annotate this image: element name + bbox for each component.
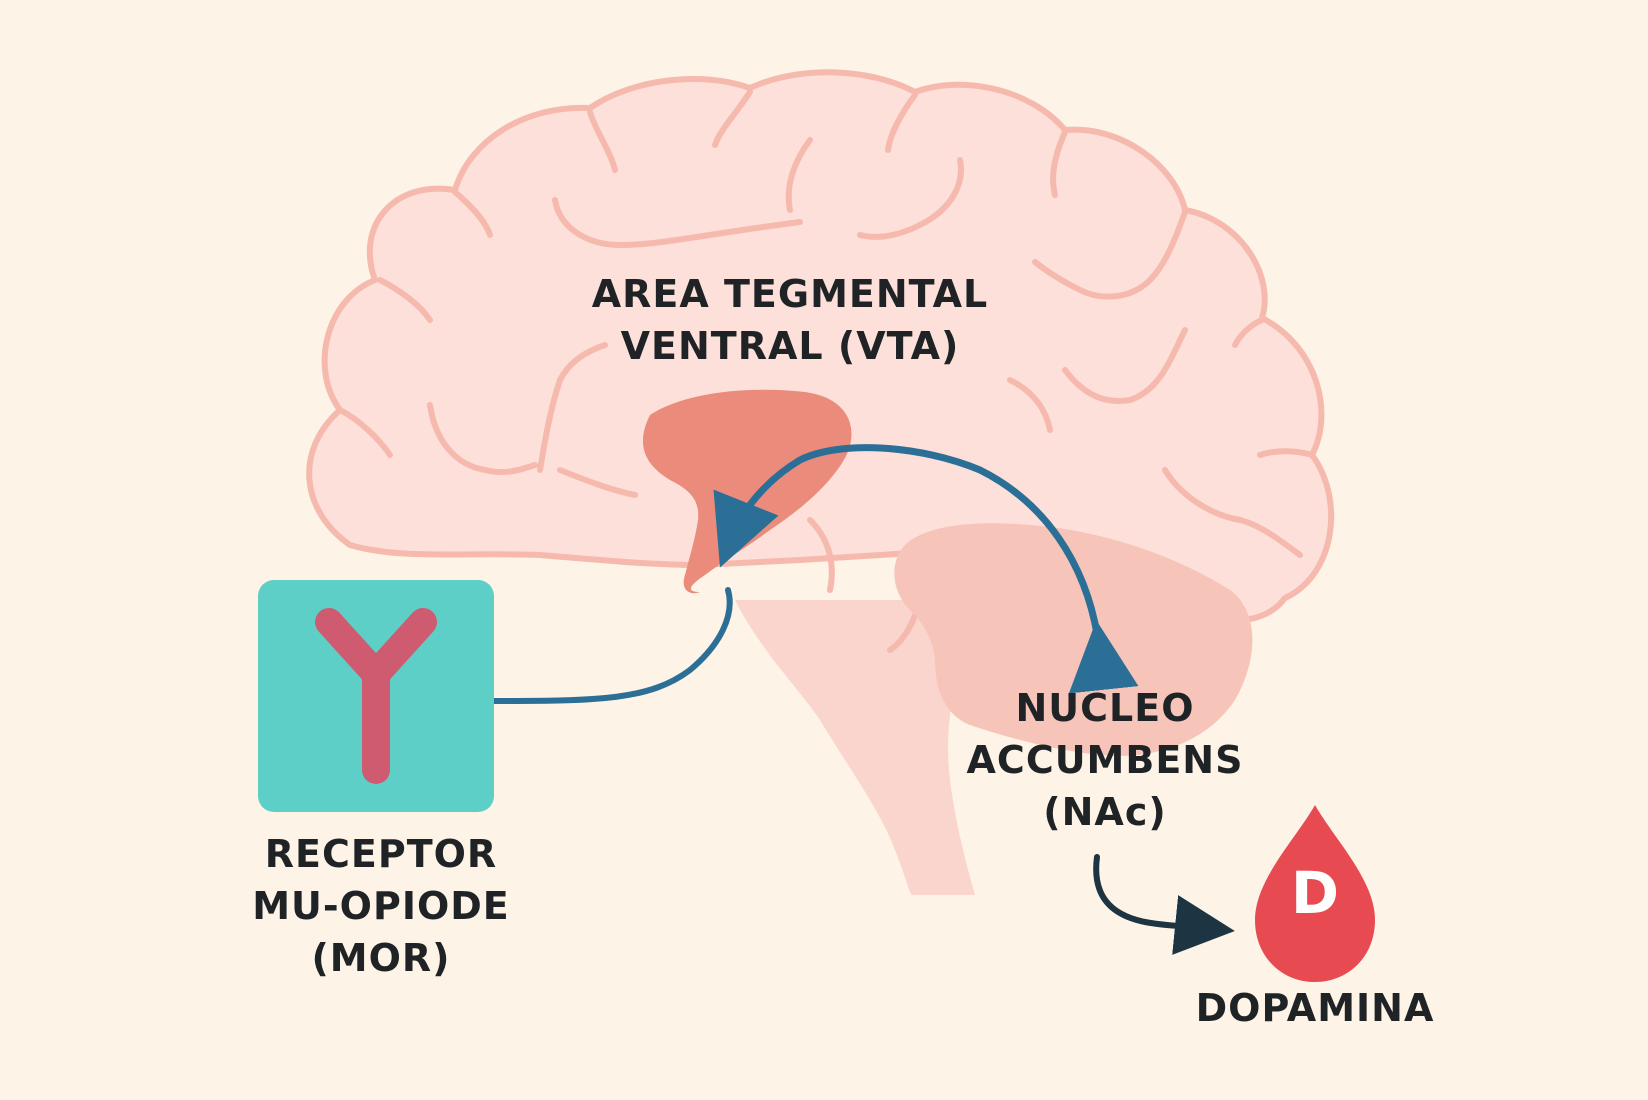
mor-label-line-2: MU-OPIODE [252, 884, 510, 928]
vta-pathway-arrow [713, 444, 1139, 694]
receptor-connection-line [490, 587, 733, 704]
dopamine-symbol: D [1290, 859, 1340, 927]
y-receptor-icon [315, 608, 437, 784]
nac-label-line-1: NUCLEO [1015, 686, 1195, 730]
droplet-icon [1255, 805, 1375, 982]
vta-label-line-1: AREA TEGMENTAL [591, 272, 989, 316]
vta-label-line-2: VENTRAL (VTA) [620, 324, 960, 368]
nac-label: NUCLEO ACCUMBENS (NAc) [950, 682, 1260, 838]
dopamine-label: DOPAMINA [1195, 986, 1435, 1030]
release-arrow [1093, 854, 1235, 955]
mor-label-line-1: RECEPTOR [264, 832, 498, 876]
mor-label-line-3: (MOR) [311, 936, 451, 980]
nac-label-line-3: (NAc) [1043, 790, 1167, 834]
vta-label: AREA TEGMENTAL VENTRAL (VTA) [570, 268, 1010, 372]
mor-label: RECEPTOR MU-OPIODE (MOR) [245, 828, 517, 984]
nac-label-line-2: ACCUMBENS [966, 738, 1244, 782]
